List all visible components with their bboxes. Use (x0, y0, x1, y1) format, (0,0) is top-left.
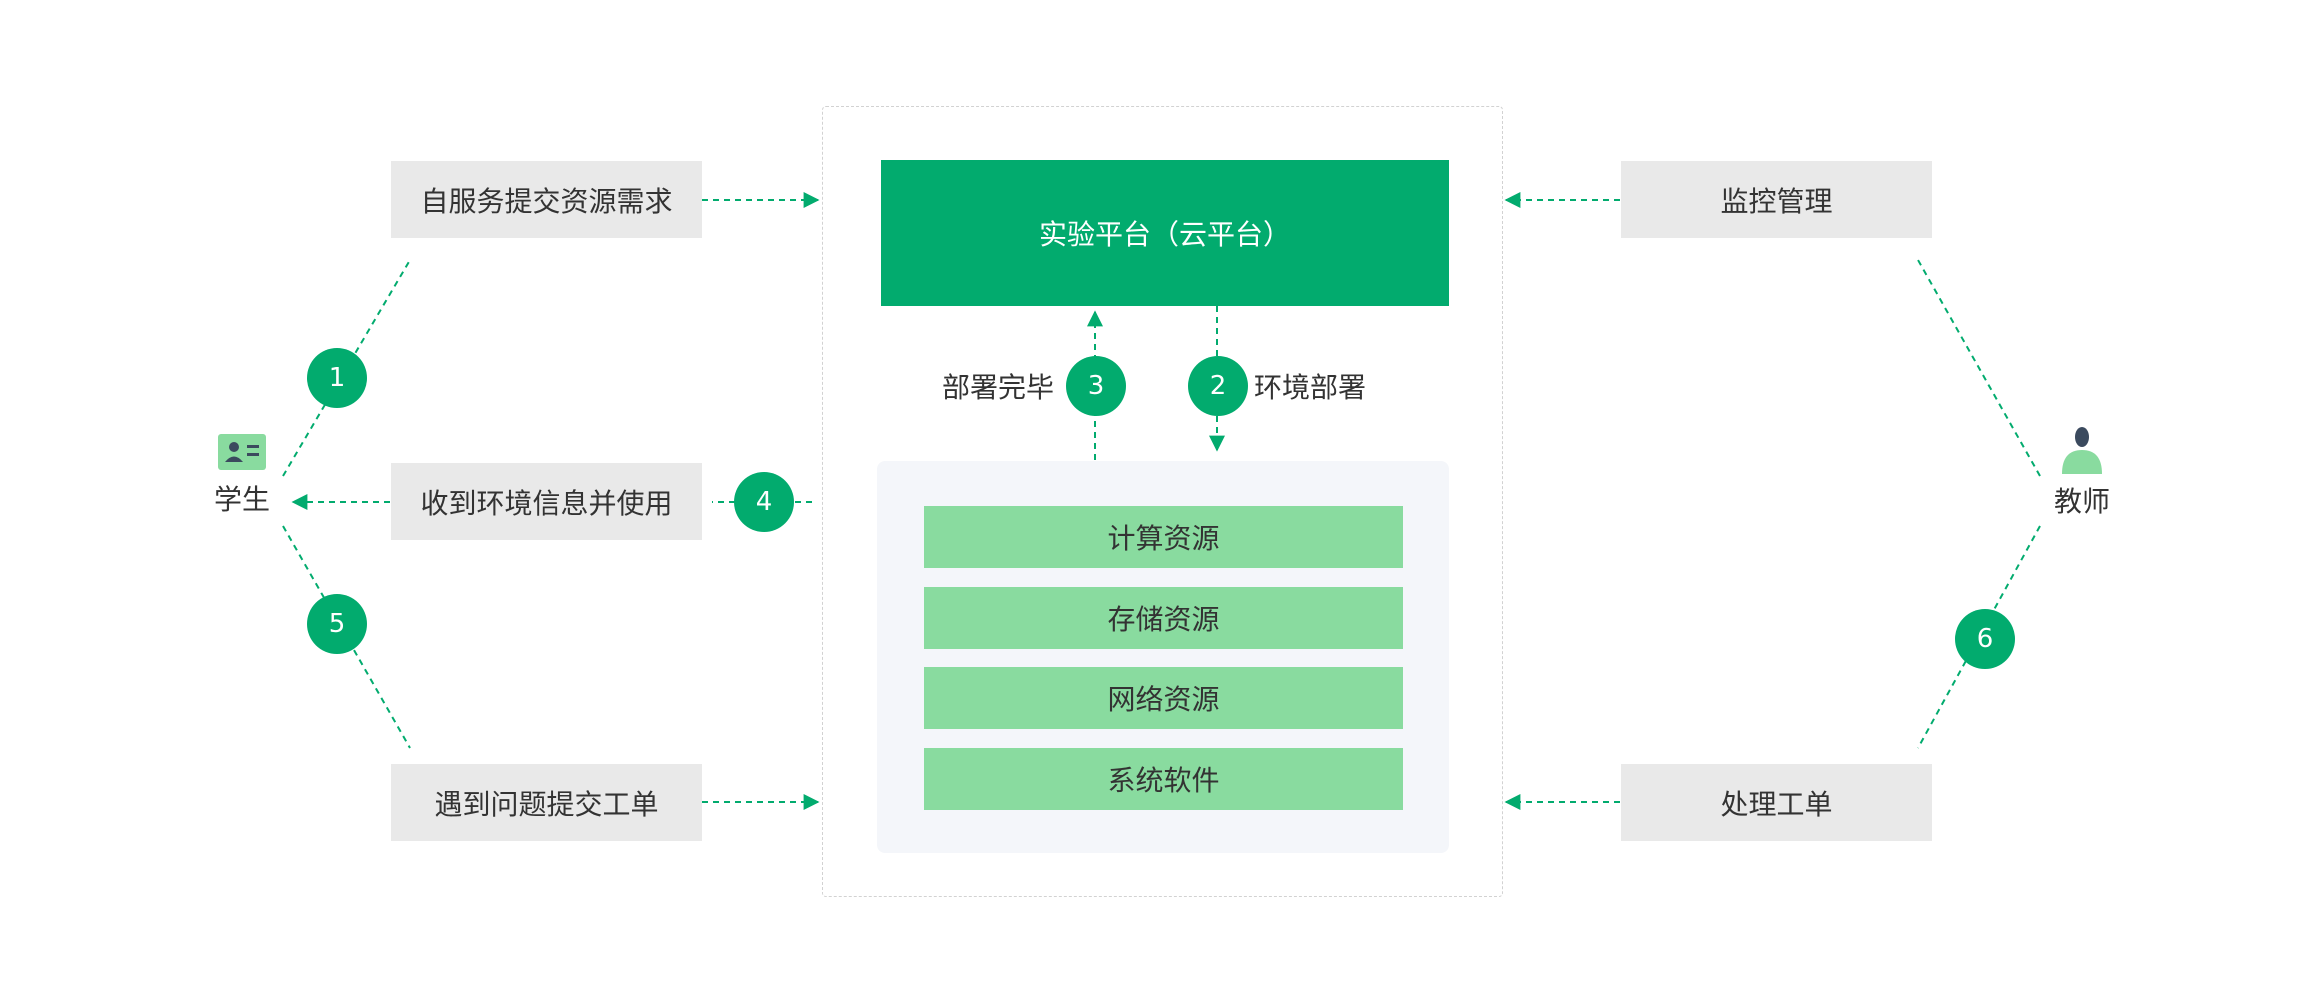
platform-box: 实验平台（云平台） (881, 160, 1449, 306)
monitor-box: 监控管理 (1621, 161, 1932, 238)
student-label: 学生 (213, 483, 270, 516)
resource-software: 系统软件 (924, 748, 1403, 810)
submit-request-box: 自服务提交资源需求 (391, 161, 702, 238)
deploy-done-label: 部署完毕 (942, 371, 1055, 404)
student-actor: 学生 (210, 432, 274, 518)
step-6-badge: 6 (1955, 609, 2015, 669)
platform-container (822, 106, 1503, 897)
env-deploy-label: 环境部署 (1254, 371, 1367, 404)
student-line-down (282, 525, 411, 749)
step-3-badge: 3 (1066, 356, 1126, 416)
teacher-line-up (1917, 259, 2041, 477)
step-1-badge: 1 (307, 348, 367, 408)
resource-compute: 计算资源 (924, 506, 1403, 568)
receive-env-box: 收到环境信息并使用 (391, 463, 702, 540)
step-2-badge: 2 (1188, 356, 1248, 416)
teacher-label: 教师 (2053, 485, 2110, 518)
teacher-actor: 教师 (2050, 426, 2114, 520)
person-icon (2062, 427, 2102, 474)
handle-ticket-box: 处理工单 (1621, 764, 1932, 841)
resource-storage: 存储资源 (924, 587, 1403, 649)
submit-ticket-box: 遇到问题提交工单 (391, 764, 702, 841)
resource-network: 网络资源 (924, 667, 1403, 729)
step-5-badge: 5 (307, 594, 367, 654)
step-4-badge: 4 (734, 472, 794, 532)
id-card-icon (218, 434, 266, 470)
